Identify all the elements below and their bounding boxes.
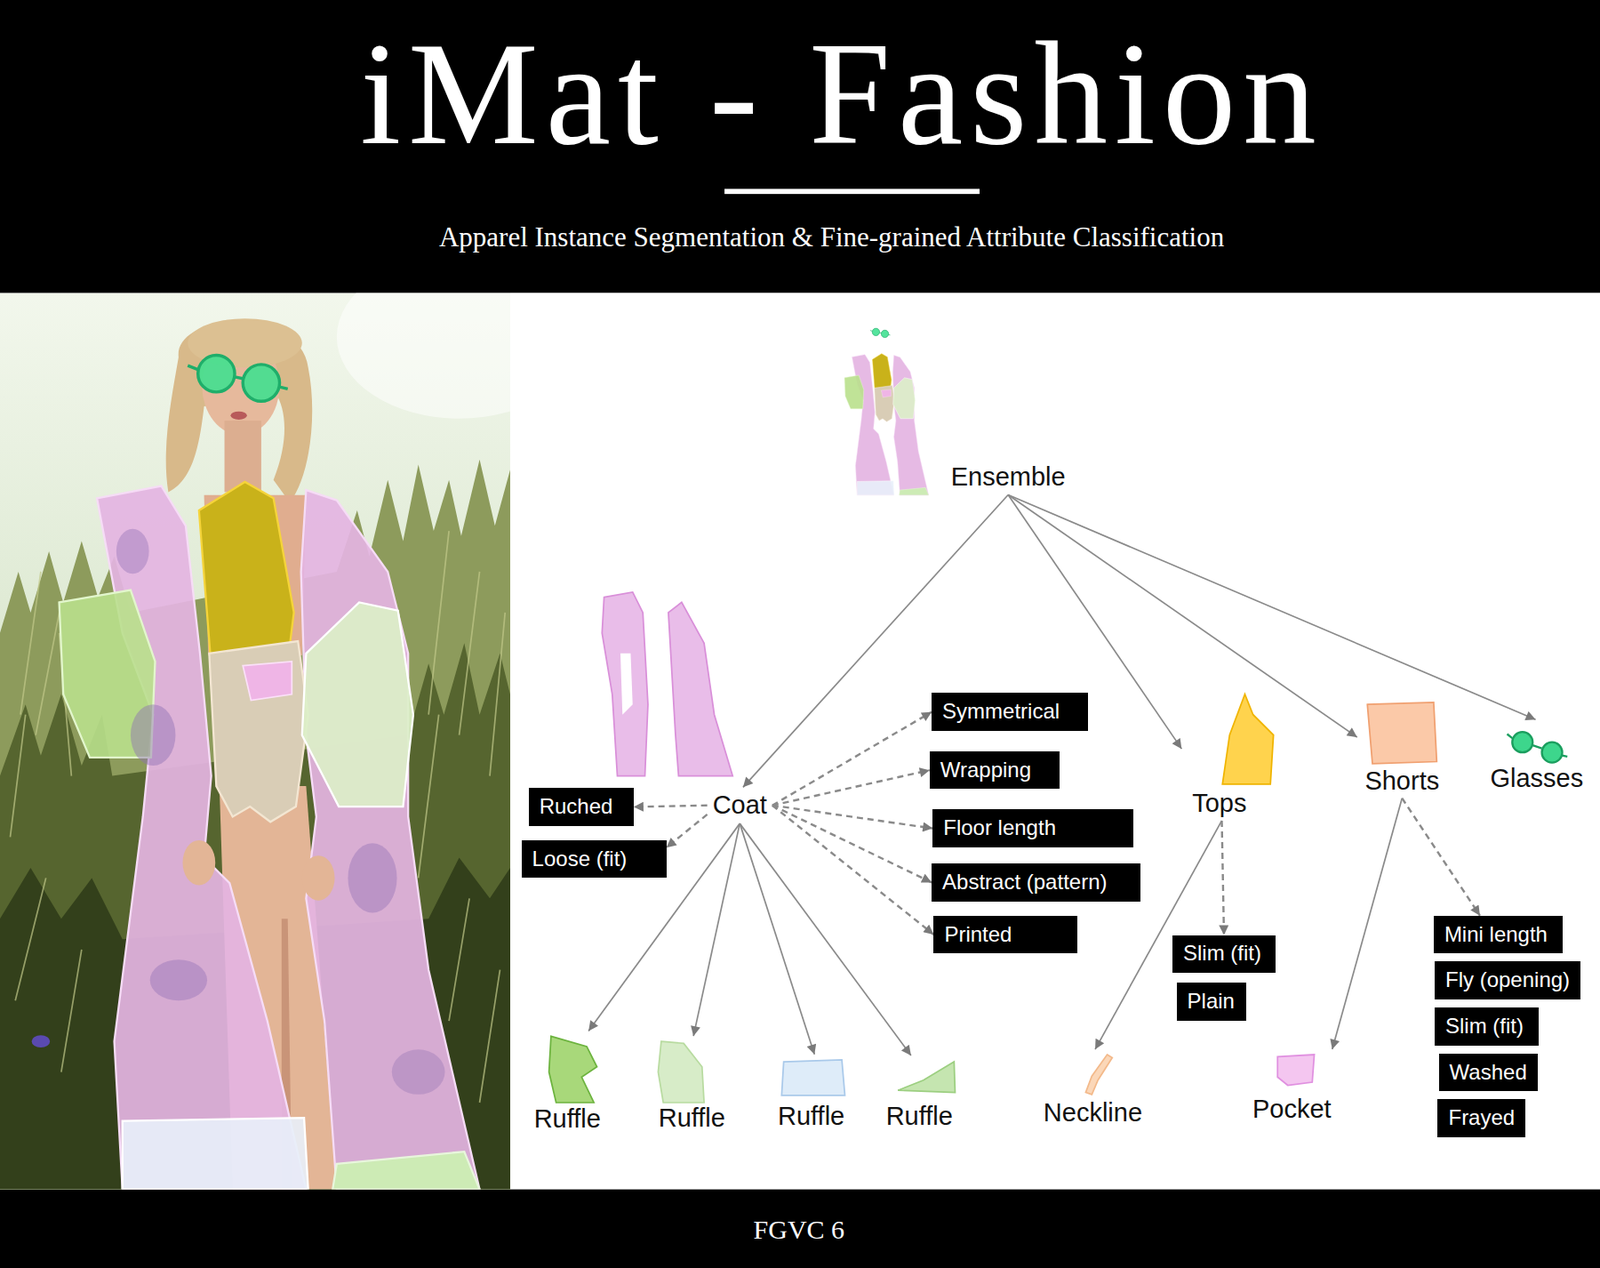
part-arrow xyxy=(739,823,815,1055)
footer-band xyxy=(0,1189,1600,1268)
node-label: Washed xyxy=(1449,1059,1528,1086)
node-label: Ruched xyxy=(539,793,614,820)
hand xyxy=(182,840,216,886)
part-arrow xyxy=(743,494,1008,787)
attribute-arrow xyxy=(772,805,932,883)
attribute-arrow xyxy=(1401,798,1480,916)
attribute-box: Abstract (pattern) xyxy=(931,863,1141,901)
node-label: Tops xyxy=(1192,787,1247,819)
category-node: Ruffle xyxy=(526,1030,608,1136)
photo xyxy=(0,293,511,1190)
node-label: Symmetrical xyxy=(942,698,1060,725)
attribute-box: Washed xyxy=(1439,1053,1538,1091)
ensemble-icon xyxy=(844,328,929,496)
attribute-arrow xyxy=(1222,820,1224,936)
node-label: Fly (opening) xyxy=(1445,967,1570,993)
tops-icon xyxy=(1222,694,1273,784)
attribute-box: Ruched xyxy=(528,787,634,825)
title: iMat - Fashion xyxy=(360,20,1324,168)
neck xyxy=(224,420,262,492)
attribute-arrow xyxy=(633,805,708,808)
ruffle-icon xyxy=(897,1061,955,1092)
node-label: Glasses xyxy=(1489,762,1584,794)
ruffle-icon xyxy=(657,1040,704,1103)
glasses-icon xyxy=(1542,742,1563,763)
glasses-icon-frame xyxy=(1507,734,1568,757)
node-label: Shorts xyxy=(1364,765,1440,797)
coat-pattern xyxy=(116,528,150,575)
category-node: Ruffle xyxy=(650,1035,733,1138)
node-label: Printed xyxy=(944,921,1012,948)
part-arrow xyxy=(693,823,740,1036)
attribute-box: Slim (fit) xyxy=(1172,935,1276,973)
node-label: Ruffle xyxy=(886,1100,953,1132)
flower xyxy=(32,1034,51,1048)
attribute-box: Frayed xyxy=(1437,1098,1526,1136)
subtitle: Apparel Instance Segmentation & Fine-gra… xyxy=(439,220,1224,254)
header-band xyxy=(0,0,1600,294)
shorts-icon xyxy=(1367,702,1437,764)
ruffle-icon xyxy=(549,1035,598,1103)
category-node: Neckline xyxy=(1034,1048,1152,1131)
node-label: Neckline xyxy=(1043,1096,1143,1128)
attribute-arrow xyxy=(772,769,930,806)
category-node: Ruffle xyxy=(877,1055,961,1137)
category-node: Coat xyxy=(707,786,773,824)
category-node: Tops xyxy=(1181,689,1280,821)
attribute-box: Symmetrical xyxy=(931,692,1088,730)
part-arrow xyxy=(1332,798,1403,1049)
footer-label: FGVC 6 xyxy=(753,1213,846,1246)
node-label: Slim (fit) xyxy=(1445,1013,1524,1040)
neckline-icon xyxy=(1085,1054,1112,1095)
node-label: Abstract (pattern) xyxy=(942,869,1107,896)
hand xyxy=(302,855,336,901)
diagram-ground xyxy=(510,293,1600,1190)
sky xyxy=(0,293,511,1190)
part-arrow xyxy=(1008,494,1536,720)
node-label: Ensemble xyxy=(951,461,1066,493)
coat-icon xyxy=(601,592,733,776)
attribute-box: Plain xyxy=(1176,982,1247,1020)
sun-glow xyxy=(336,293,511,419)
lips xyxy=(230,411,247,420)
attribute-arrow xyxy=(772,712,932,806)
coat-pattern xyxy=(347,842,397,912)
attribute-arrow xyxy=(666,814,708,848)
part-arrow xyxy=(739,823,912,1056)
attribute-box: Printed xyxy=(933,915,1078,953)
node-label: Wrapping xyxy=(940,757,1032,784)
attribute-box: Loose (fit) xyxy=(521,840,667,878)
category-node: Ensemble xyxy=(945,458,1072,496)
category-node: Pocket xyxy=(1246,1048,1338,1128)
node-label: Coat xyxy=(712,789,768,821)
node-label: Mini length xyxy=(1444,921,1548,948)
node-label: Pocket xyxy=(1252,1093,1332,1125)
node-label: Ruffle xyxy=(777,1100,845,1132)
coat-pattern xyxy=(392,1048,446,1095)
ruffle-icon xyxy=(781,1059,845,1096)
category-node: Glasses xyxy=(1487,719,1588,796)
pocket-icon xyxy=(1277,1054,1314,1085)
node-label: Loose (fit) xyxy=(532,846,628,872)
node-label: Slim (fit) xyxy=(1183,940,1262,967)
attribute-box: Floor length xyxy=(932,808,1134,847)
segmentation-masks xyxy=(59,355,480,1190)
node-label: Ruffle xyxy=(534,1103,601,1135)
category-node: Shorts xyxy=(1357,697,1448,799)
node-label: Plain xyxy=(1187,988,1235,1015)
category-node: Ruffle xyxy=(770,1054,853,1137)
attribute-box: Fly (opening) xyxy=(1434,960,1581,999)
coat-icon-hole xyxy=(620,653,633,715)
attribute-box: Mini length xyxy=(1433,915,1563,953)
attribute-box: Slim (fit) xyxy=(1434,1007,1539,1045)
title-underline xyxy=(724,188,980,194)
attribute-arrow xyxy=(772,805,934,935)
node-label: Frayed xyxy=(1448,1104,1515,1131)
node-label: Floor length xyxy=(943,815,1056,841)
coat-pattern xyxy=(130,704,176,766)
node-label: Ruffle xyxy=(658,1102,726,1134)
attribute-box: Wrapping xyxy=(929,751,1060,789)
coat-pattern xyxy=(150,959,208,1000)
glasses-icon xyxy=(1512,731,1533,752)
